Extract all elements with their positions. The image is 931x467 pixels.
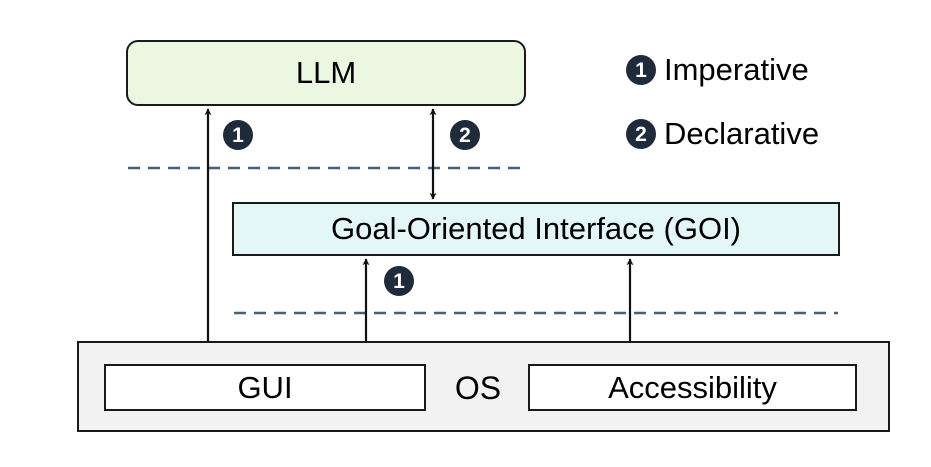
gui-box: GUI (104, 364, 426, 411)
goi-label: Goal-Oriented Interface (GOI) (330, 211, 742, 246)
legend-item-imperative: 1 Imperative (626, 52, 809, 88)
llm-label: LLM (295, 55, 357, 90)
legend-label: Declarative (664, 116, 820, 151)
legend-label: Imperative (664, 52, 809, 87)
gui-label: GUI (237, 369, 293, 405)
accessibility-label: Accessibility (608, 369, 777, 405)
legend-badge: 1 (626, 55, 656, 85)
goi-box: Goal-Oriented Interface (GOI) (232, 202, 840, 256)
accessibility-box: Accessibility (528, 364, 857, 411)
legend-item-declarative: 2 Declarative (626, 116, 819, 152)
badge-llm-gui: 1 (223, 120, 253, 150)
badge-llm-goi: 2 (450, 120, 480, 150)
legend-badge: 2 (626, 119, 656, 149)
os-label: OS (454, 369, 502, 406)
badge-goi-gui: 1 (384, 266, 414, 296)
llm-box: LLM (126, 40, 526, 106)
